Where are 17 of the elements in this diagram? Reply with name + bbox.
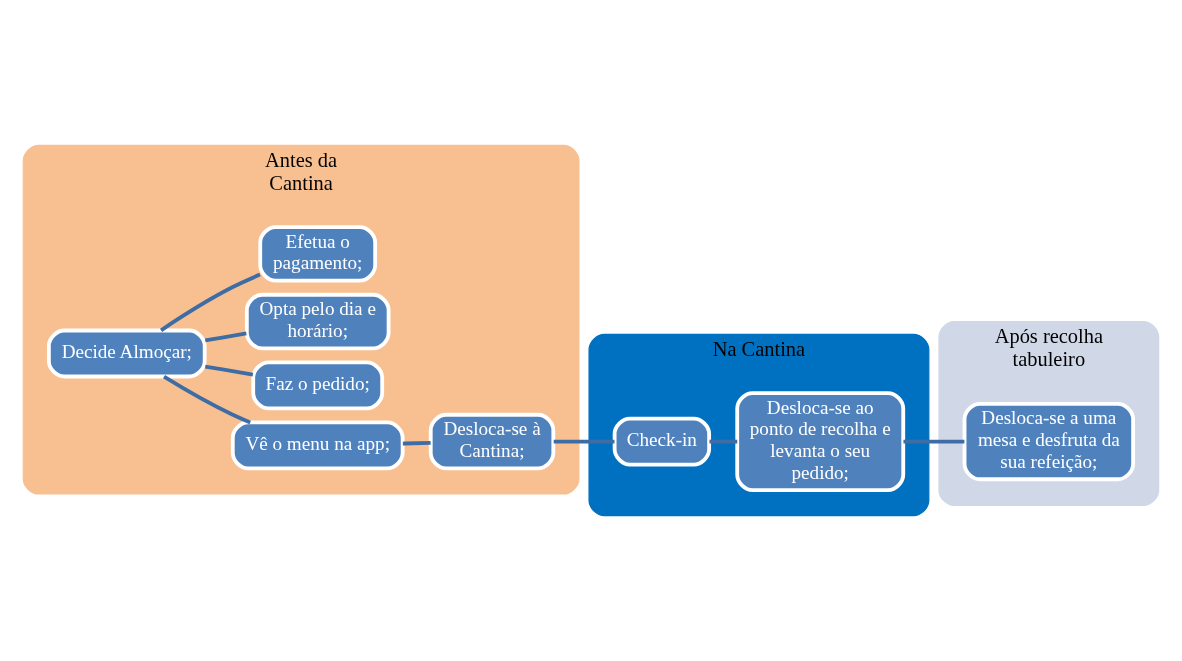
connector [903, 439, 965, 444]
connector [163, 375, 251, 425]
node-box: Desloca-se ao ponto de recolha e levanta o seu pedido; [735, 391, 906, 493]
connector [160, 272, 261, 332]
node-box: Vê o menu na app; [230, 420, 405, 471]
node-box: Opta pelo dia e horário; [244, 292, 391, 351]
node-box: Faz o pedido; [251, 360, 385, 411]
node-box: Check-in [612, 416, 712, 467]
connector [402, 441, 431, 446]
connector [204, 364, 254, 377]
connector [204, 331, 247, 343]
connector [709, 439, 738, 444]
node-box: Desloca-se à Cantina; [428, 412, 556, 471]
node-box: Efetua o pagamento; [258, 225, 378, 283]
connector [553, 439, 615, 444]
node-box: Decide Almoçar; [46, 328, 207, 379]
node-box: Desloca-se a uma mesa e desfruta da sua refeição; [962, 402, 1136, 482]
